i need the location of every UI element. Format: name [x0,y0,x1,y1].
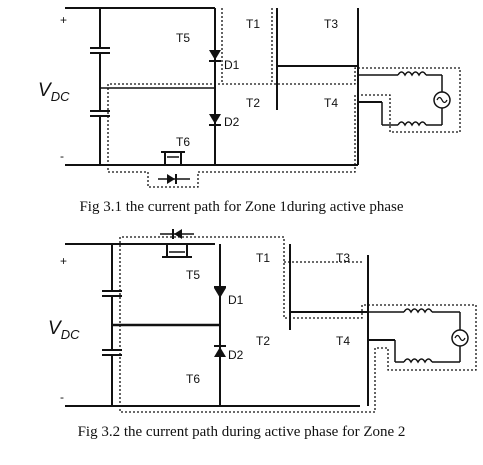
fig2-plus-sign: + [60,254,67,268]
fig2-diode-d1-symbol [214,288,226,298]
fig2-diode-d2-symbol [214,347,226,357]
figure-1-circuit [65,7,461,188]
fig1-diode-d1-symbol [209,50,221,60]
fig1-current-path [107,67,461,188]
fig1-inductor-top [397,71,427,77]
fig2-inductor-top [403,308,433,314]
fig2-t3-label: T3 [336,251,350,265]
fig1-inductor-bottom [397,121,427,127]
fig1-d2-label: D2 [224,115,240,129]
fig1-t6-label: T6 [176,135,190,149]
fig1-vdc-label: VDC [38,80,70,104]
fig1-diode-d2-symbol [209,114,221,124]
fig1-ac-wave [436,96,448,104]
fig2-t5-label: T5 [186,268,200,282]
figure-1-labels: + - VDC T1 T2 T3 T4 T5 T6 D1 D2 [38,13,338,163]
figure-2-caption: Fig 3.2 the current path during active p… [77,424,406,440]
figure-1-caption: Fig 3.1 the current path for Zone 1durin… [79,199,404,215]
fig2-t1-label: T1 [256,251,270,265]
fig2-minus-sign: - [60,390,64,404]
fig2-vdc-label: VDC [48,318,80,342]
fig2-t2-label: T2 [256,334,270,348]
fig2-inductor-bottom [403,358,433,364]
figure-2-circuit [65,229,477,413]
fig1-plus-sign: + [60,13,67,27]
fig2-t6-label: T6 [186,372,200,386]
fig1-t5-label: T5 [176,31,190,45]
fig1-minus-sign: - [60,149,64,163]
fig1-t3-label: T3 [324,17,338,31]
fig1-current-path-inner [221,8,273,84]
fig1-t2-label: T2 [246,96,260,110]
fig2-d2-label: D2 [228,348,244,362]
fig2-current-path [119,236,477,413]
fig1-t4-label: T4 [324,96,338,110]
fig1-d1-label: D1 [224,58,240,72]
fig1-t1-label: T1 [246,17,260,31]
fig2-ac-wave [454,334,466,342]
figure-2-labels: + - VDC T1 T2 T3 T4 T5 T6 D1 D2 [48,251,350,404]
fig2-t4-label: T4 [336,334,350,348]
fig2-d1-label: D1 [228,293,244,307]
